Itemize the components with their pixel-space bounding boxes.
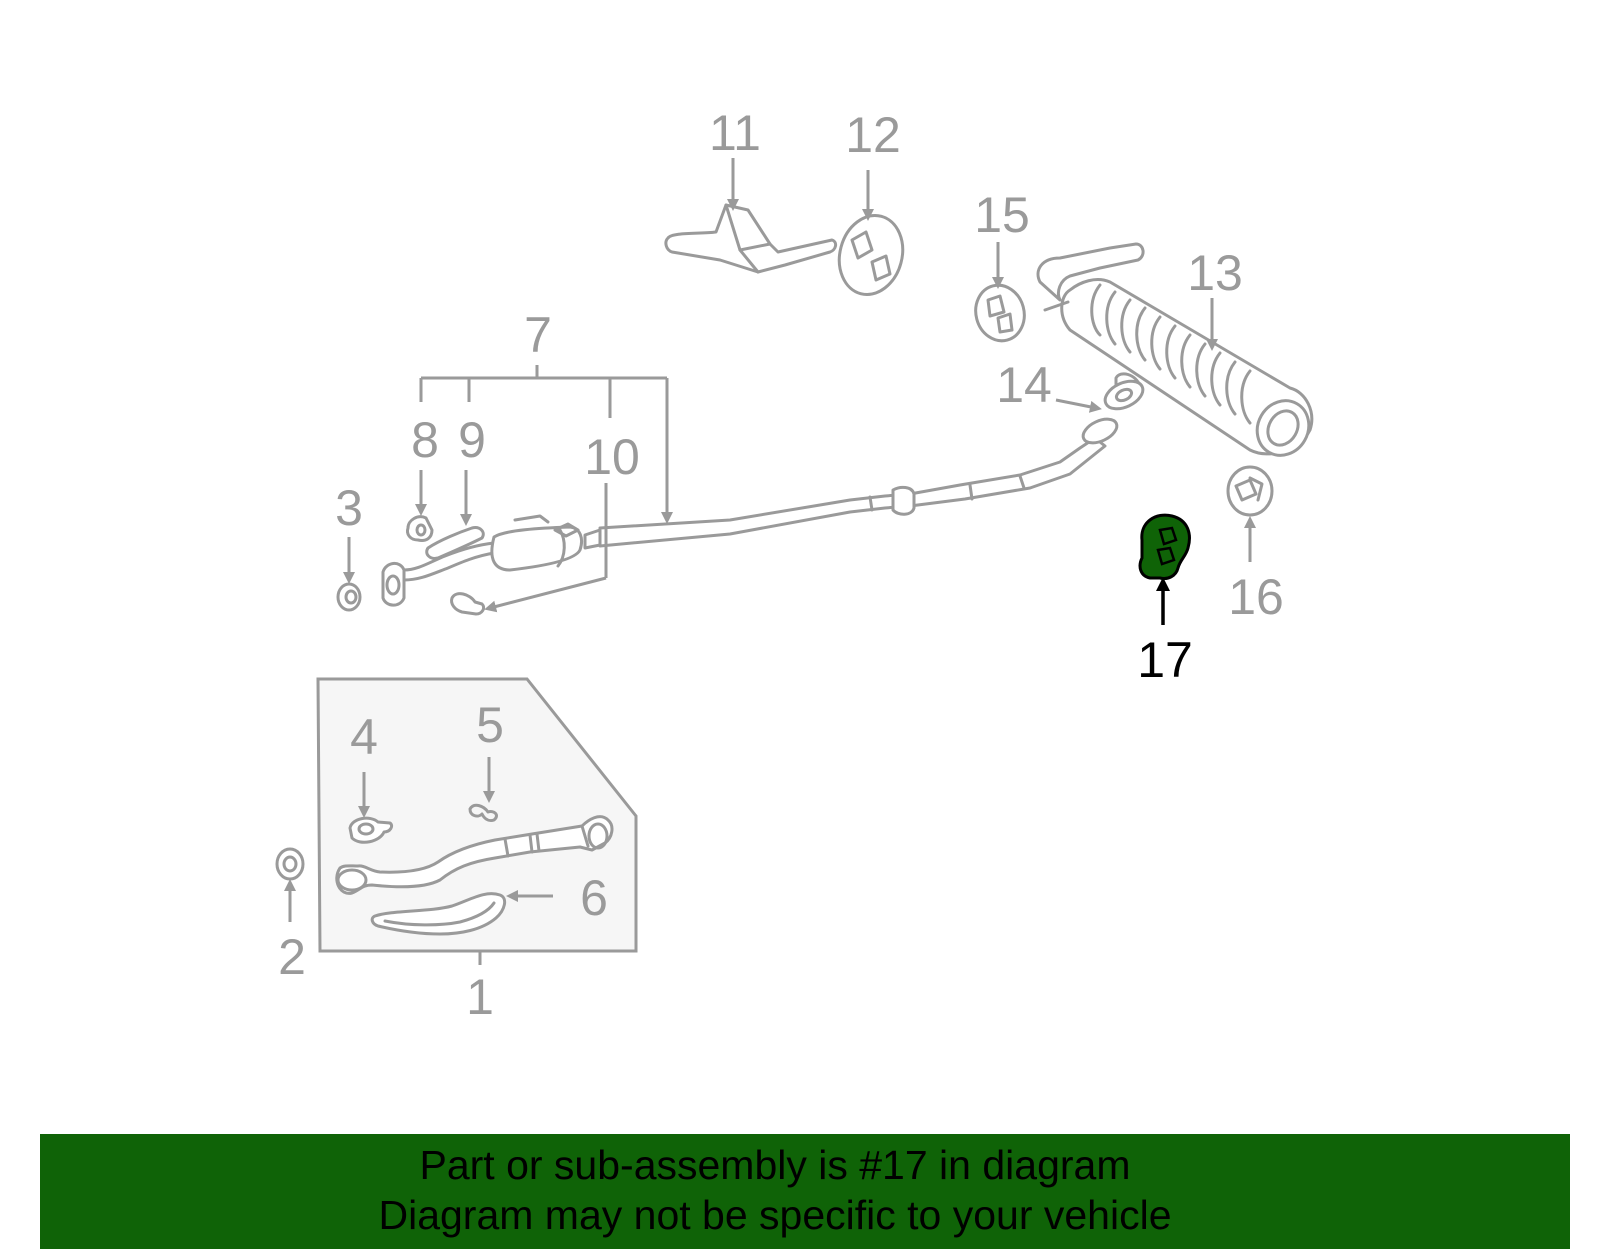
part-14-gasket [1055,379,1145,413]
part-8-hanger [406,470,434,542]
callout-1: 1 [466,969,494,1025]
callout-8: 8 [411,412,439,468]
callout-10: 10 [584,429,640,485]
banner-line-part-info: Part or sub-assembly is #17 in diagram [419,1142,1131,1188]
part-1-front-pipe [335,815,614,895]
part-13-muffler [1036,242,1314,457]
part-12-hanger [837,170,905,296]
callout-15: 15 [974,187,1030,243]
banner-line-disclaimer: Diagram may not be specific to your vehi… [378,1192,1172,1238]
callout-6: 6 [580,870,608,926]
part-3-gasket [336,537,362,612]
callout-12: 12 [845,107,901,163]
callout-2: 2 [278,929,306,985]
callout-17-highlighted: 17 [1137,632,1193,688]
callout-4: 4 [350,709,378,765]
callout-11: 11 [709,105,761,161]
part-9-bracket [425,470,485,560]
callout-14: 14 [996,357,1052,413]
part-5-clip [468,757,498,822]
part-7-center-pipe [381,417,1119,616]
part-4-gasket [348,772,394,844]
callout-5: 5 [476,697,504,753]
callout-16: 16 [1228,569,1284,625]
part-2-gasket [275,847,305,922]
part-6-heat-shield [370,890,553,936]
part-16-hanger [1226,465,1274,562]
callout-13: 13 [1187,245,1243,301]
info-banner: Part or sub-assembly is #17 in diagram D… [40,1134,1570,1249]
callout-3: 3 [335,480,363,536]
part-11-bracket [664,158,838,274]
callout-9: 9 [458,412,486,468]
part-17-hanger-highlighted[interactable] [1138,513,1191,625]
callout-7-bracket [419,365,673,613]
part-15-hanger [974,242,1026,343]
callout-7: 7 [524,307,552,363]
